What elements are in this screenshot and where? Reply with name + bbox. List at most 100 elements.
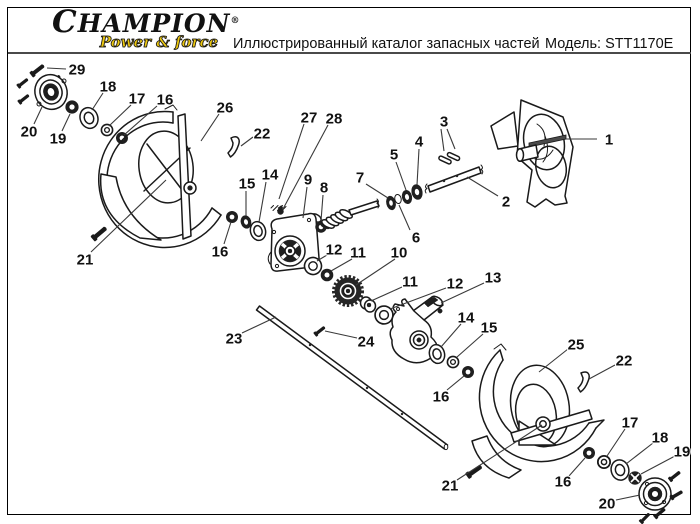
leader-line-11 [330, 258, 353, 272]
auger-shaft-2 [424, 164, 484, 194]
gearbox-left [267, 212, 322, 272]
locknut-19 [65, 100, 79, 114]
nut-16 [226, 211, 238, 223]
callout-8: 8 [320, 180, 328, 197]
leader-line-18 [91, 92, 104, 111]
callout-16: 16 [212, 244, 229, 261]
callout-17: 17 [129, 91, 146, 108]
leader-line-4 [416, 148, 420, 186]
callout-6: 6 [412, 230, 420, 247]
callout-14: 14 [458, 310, 475, 327]
bushing-11b [359, 296, 377, 313]
gearbox-right [389, 295, 444, 364]
brand-tagline: Power & force [99, 33, 218, 52]
callout-20: 20 [21, 124, 38, 141]
champion-logo: CHAMPION® Power & force [52, 4, 241, 52]
callout-20: 20 [599, 496, 616, 513]
worm-shaft [348, 198, 380, 216]
callout-19: 19 [50, 131, 67, 148]
bearing-5 [401, 190, 413, 204]
washer-15-left [240, 215, 252, 229]
leader-line-26 [200, 113, 220, 142]
hub-bolt [638, 511, 652, 524]
leader-line-19 [61, 113, 71, 132]
leader-line-10 [355, 258, 396, 286]
model-label: Модель: STT1170E [545, 36, 674, 52]
callout-11: 11 [402, 274, 418, 291]
clip-22b [577, 371, 590, 393]
callout-27: 27 [301, 110, 318, 127]
hex-shaft-23 [255, 305, 449, 451]
leader-line-12 [316, 254, 328, 262]
leader-line-20 [33, 106, 43, 125]
leader-line-7 [365, 183, 389, 199]
callout-28: 28 [326, 111, 343, 128]
leader-line-14 [440, 323, 462, 348]
worm-gear [320, 209, 353, 230]
leader-line-13 [440, 282, 485, 304]
leader-line-28 [282, 124, 329, 210]
callout-18: 18 [100, 79, 117, 96]
leader-line-16 [446, 375, 465, 391]
leader-line-16 [123, 105, 158, 136]
gear-10 [332, 275, 364, 307]
bolt-21b [464, 463, 484, 480]
leader-line-18 [625, 442, 654, 465]
auger-impeller-lower [471, 343, 605, 479]
callout-18: 18 [652, 430, 669, 447]
leader-line-22 [240, 136, 254, 147]
hub-bolt [17, 93, 31, 105]
nut-15b [446, 355, 460, 369]
leader-line-24 [324, 330, 358, 339]
hub-bolt [667, 469, 682, 483]
callout-12: 12 [326, 242, 343, 259]
leader-line-9 [302, 186, 308, 219]
callout-15: 15 [481, 320, 498, 337]
leader-line-19 [640, 455, 676, 475]
leader-line-8 [320, 194, 324, 222]
clip-22 [227, 136, 240, 158]
bolt-29 [29, 62, 46, 78]
callout-10: 10 [391, 245, 408, 262]
leader-line-25 [538, 348, 569, 373]
leader-line-14 [258, 181, 267, 223]
callout-24: 24 [358, 334, 375, 351]
callout-4: 4 [415, 134, 424, 151]
callout-21: 21 [77, 252, 94, 269]
washer-6 [394, 193, 402, 205]
wheel-hub-right [638, 477, 672, 511]
nut-17 [100, 123, 114, 137]
leader-line-15 [456, 333, 484, 358]
hub-bolt [16, 77, 30, 89]
shear-pins-3 [438, 151, 461, 165]
bolt-24 [313, 325, 327, 337]
scoop-blade [471, 435, 522, 479]
leader-line-16 [568, 457, 586, 477]
leader-line-22 [588, 364, 616, 380]
callout-16: 16 [433, 389, 450, 406]
callout-12: 12 [447, 276, 464, 293]
brand-name: CHAMPION® [52, 4, 241, 41]
callout-15: 15 [239, 176, 256, 193]
fitting-28 [277, 205, 284, 215]
callout-16: 16 [555, 474, 572, 491]
callout-23: 23 [226, 331, 243, 348]
leader-line-21 [90, 179, 167, 253]
callout-16: 16 [157, 92, 174, 109]
impeller-fan-right [490, 99, 574, 208]
callout-25: 25 [568, 337, 585, 354]
leader-line-16 [223, 221, 232, 245]
callout-2: 2 [502, 194, 510, 211]
leader-line-23 [241, 316, 277, 334]
washer-18b [610, 459, 630, 481]
header-divider [8, 52, 691, 54]
callout-3: 3 [440, 114, 448, 131]
washer-18 [79, 106, 99, 130]
hub-bolt [669, 489, 684, 501]
leader-line-2 [466, 176, 499, 197]
leader-line-21 [456, 424, 543, 481]
callout-22: 22 [616, 353, 633, 370]
leader-line-17 [606, 428, 626, 457]
leader-line-17 [108, 104, 132, 127]
